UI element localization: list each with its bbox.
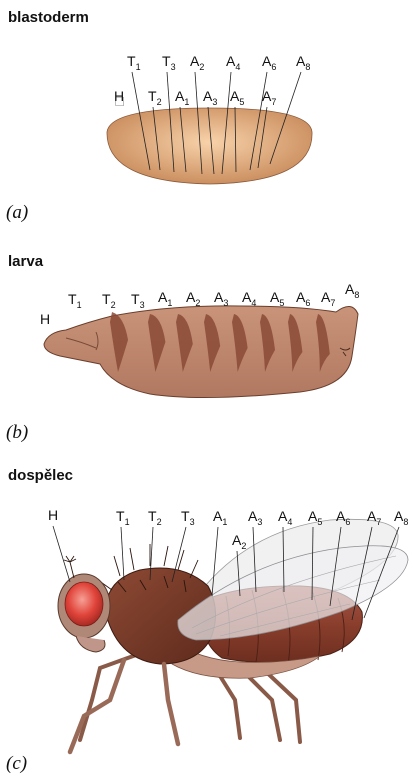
adult-label-6: A3 xyxy=(248,508,262,527)
larva-label-10: A7 xyxy=(321,289,335,308)
adult-line-1 xyxy=(121,527,124,580)
blastoderm-label-7: A4 xyxy=(226,53,240,72)
larva-body xyxy=(44,306,358,398)
blastoderm-label-6: A3 xyxy=(203,88,217,107)
blastoderm-label-2: T2 xyxy=(148,88,162,107)
adult-fly xyxy=(58,519,408,752)
blastoderm-label-5: A2 xyxy=(190,53,204,72)
blastoderm-label-11: A8 xyxy=(296,53,310,72)
larva-label-3: T3 xyxy=(131,291,145,310)
adult-label-5: A2 xyxy=(232,532,246,551)
bristle-5 xyxy=(190,560,198,578)
blastoderm-label-0: H⃞ xyxy=(114,88,124,106)
blastoderm-label-8: A5 xyxy=(230,88,244,107)
larva-label-6: A3 xyxy=(214,289,228,308)
blastoderm-label-9: A6 xyxy=(262,53,276,72)
larva-label-5: A2 xyxy=(186,289,200,308)
adult-label-11: A8 xyxy=(394,508,408,527)
adult-line-0 xyxy=(53,526,70,582)
larva-label-8: A5 xyxy=(270,289,284,308)
blastoderm-label-3: T3 xyxy=(162,53,176,72)
blastoderm-embryo xyxy=(107,108,312,184)
larva-label-9: A6 xyxy=(296,289,310,308)
adult-label-1: T1 xyxy=(116,508,130,527)
bristle-3 xyxy=(164,546,168,566)
blastoderm-label-1: T1 xyxy=(127,53,141,72)
adult-label-0: H xyxy=(48,507,58,523)
blastoderm-label-4: A1 xyxy=(175,88,189,107)
adult-label-7: A4 xyxy=(278,508,292,527)
larva-label-11: A8 xyxy=(345,281,359,300)
blastoderm-label-10: A7 xyxy=(262,88,276,107)
larva-label-2: T2 xyxy=(102,291,116,310)
adult-label-3: T3 xyxy=(181,508,195,527)
larva-label-0: H xyxy=(40,311,50,327)
larva-label-4: A1 xyxy=(158,289,172,308)
adult-label-4: A1 xyxy=(213,508,227,527)
bristle-0 xyxy=(114,556,120,576)
bristle-1 xyxy=(130,548,134,570)
bristle-4 xyxy=(178,550,184,570)
larva-label-7: A4 xyxy=(242,289,256,308)
larva-label-1: T1 xyxy=(68,291,82,310)
adult-label-2: T2 xyxy=(148,508,162,527)
